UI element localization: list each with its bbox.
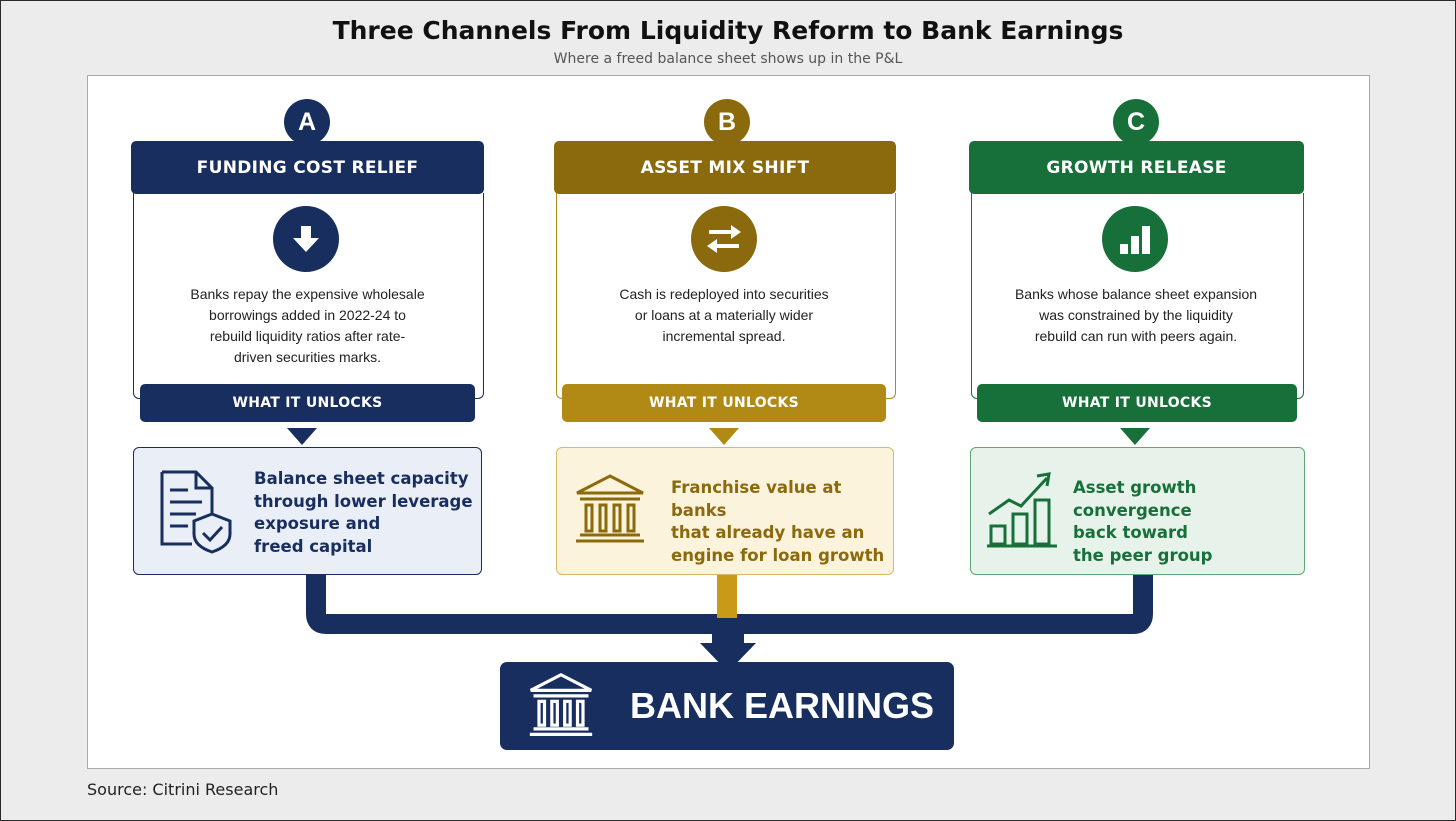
bank-earnings-box: BANK EARNINGS [500,662,954,750]
page-subtitle: Where a freed balance sheet shows up in … [553,51,903,67]
growth-chart-icon [987,472,1057,548]
channel-c-outcome-text: Asset growth convergence back toward the… [1073,478,1213,565]
page-title: Three Channels From Liquidity Reform to … [332,16,1124,45]
connector-c [728,573,1153,634]
bank-earnings-label: BANK EARNINGS [630,685,935,726]
bar-chart-icon [1102,206,1168,272]
channel-b-pointer [709,428,739,445]
connector-a [306,573,728,634]
bank-building-icon [576,474,644,543]
channel-c-unlocks-label: WHAT IT UNLOCKS [977,384,1297,422]
bank-building-icon [529,672,593,736]
channel-c-description: Banks whose balance sheet expansion was … [1014,286,1258,344]
arrow-down-icon [273,206,339,272]
swap-arrows-icon [691,206,757,272]
channel-a-header: FUNDING COST RELIEF [131,141,484,194]
merge-arrow [700,634,756,672]
channel-a-badge: A [284,99,330,145]
channel-a-description: Banks repay the expensive wholesale borr… [190,286,425,365]
channel-a-unlocks-label: WHAT IT UNLOCKS [140,384,475,422]
channel-b-badge: B [704,99,750,145]
channel-b-description: Cash is redeployed into securities or lo… [619,286,829,344]
channel-c-header: GROWTH RELEASE [969,141,1304,194]
connector-b [717,573,737,618]
channel-a-pointer [287,428,317,445]
channel-c-badge: C [1113,99,1159,145]
document-shield-icon [160,470,232,554]
channel-b-header: ASSET MIX SHIFT [554,141,896,194]
channel-b-outcome-text: Franchise value at banks that already ha… [671,478,885,565]
channel-a-outcome: Balance sheet capacity through lower lev… [133,447,482,575]
channel-b-outcome: Franchise value at banks that already ha… [556,447,894,575]
channel-c-outcome: Asset growth convergence back toward the… [970,447,1305,575]
channel-c-pointer [1120,428,1150,445]
channel-b-unlocks-label: WHAT IT UNLOCKS [562,384,886,422]
source-note: Source: Citrini Research [87,780,279,799]
channel-a-outcome-text: Balance sheet capacity through lower lev… [254,469,473,556]
